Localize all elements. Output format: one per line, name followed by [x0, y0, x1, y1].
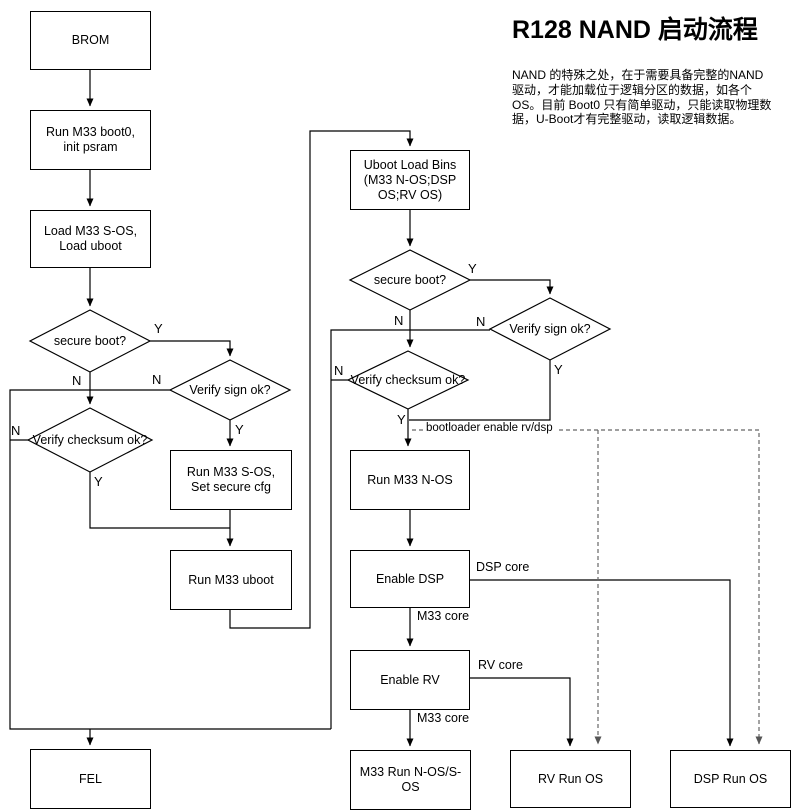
node-dsp-run-label: DSP Run OS [693, 771, 768, 786]
node-enable-dsp-label: Enable DSP [375, 571, 445, 586]
edge-label-vs1-no: N [152, 372, 162, 387]
edge-label-vs2-no: N [476, 314, 486, 329]
edge-label-vc1-yes: Y [94, 474, 103, 489]
decision-verify-sign-right-shape [488, 297, 612, 361]
node-enable-rv: Enable RV [350, 650, 470, 710]
edge-label-vc2-no: N [334, 363, 344, 378]
decision-shapes [26, 249, 612, 473]
node-rv-run: RV Run OS [510, 750, 631, 808]
node-fel-label: FEL [79, 771, 102, 786]
edge-label-m33-core-1: M33 core [417, 609, 470, 623]
node-enable-rv-label: Enable RV [380, 672, 440, 687]
edge-vs2-yes-merge [409, 360, 551, 421]
node-uboot-load-bins-label: Uboot Load Bins (M33 N-OS;DSP OS;RV OS) [363, 157, 457, 202]
node-run-uboot-label: Run M33 uboot [188, 572, 274, 587]
node-run-sos: Run M33 S-OS, Set secure cfg [170, 450, 292, 510]
node-brom: BROM [30, 11, 151, 70]
node-run-boot0: Run M33 boot0, init psram [30, 110, 151, 170]
node-load-sos-label: Load M33 S-OS, Load uboot [43, 224, 138, 253]
edge-label-m33-core-2: M33 core [417, 711, 470, 725]
node-run-nos: Run M33 N-OS [350, 450, 470, 510]
edge-label-sb2-no: N [394, 313, 404, 328]
edge-vc1-yes-merge [89, 472, 230, 529]
edge-label-vs2-yes: Y [554, 362, 563, 377]
edge-rvcore-rvrun [470, 677, 574, 747]
edge-label-sb1-yes: Y [154, 321, 163, 336]
edge-label-vc2-yes: Y [397, 412, 406, 427]
node-rv-run-label: RV Run OS [537, 771, 604, 786]
decision-secure-boot-left-shape [28, 309, 152, 373]
edge-vs1-no-fel [9, 389, 331, 730]
node-m33-run: M33 Run N-OS/S-OS [350, 750, 471, 810]
edge-label-sb1-no: N [72, 373, 82, 388]
edge-sb2-yes-verifysign2 [470, 279, 554, 295]
node-run-nos-label: Run M33 N-OS [367, 472, 453, 487]
node-m33-run-label: M33 Run N-OS/S-OS [359, 765, 462, 794]
node-run-sos-label: Run M33 S-OS, Set secure cfg [186, 465, 276, 494]
edge-label-rv-core: RV core [478, 658, 523, 672]
node-enable-dsp: Enable DSP [350, 550, 470, 608]
edge-label-sb2-yes: Y [468, 261, 477, 276]
node-load-sos: Load M33 S-OS, Load uboot [30, 210, 151, 268]
decision-secure-boot-right-shape [348, 249, 472, 311]
node-uboot-load-bins: Uboot Load Bins (M33 N-OS;DSP OS;RV OS) [350, 150, 470, 210]
node-run-boot0-label: Run M33 boot0, init psram [46, 125, 135, 154]
decision-verify-sign-left-shape [168, 359, 292, 421]
decision-verify-checksum-left-shape [26, 407, 154, 473]
diagram-description: NAND 的特殊之处，在于需要具备完整的NAND 驱动，才能加载位于逻辑分区的数… [512, 68, 772, 127]
edge-label-vs1-yes: Y [235, 422, 244, 437]
edge-right-no-rail [330, 329, 490, 729]
node-fel: FEL [30, 749, 151, 809]
node-dsp-run: DSP Run OS [670, 750, 791, 808]
decision-verify-checksum-right-shape [346, 350, 470, 410]
diagram-title: R128 NAND 启动流程 [512, 16, 758, 44]
edge-runuboot-ubootload [229, 130, 414, 629]
node-run-uboot: Run M33 uboot [170, 550, 292, 610]
solid-connectors [9, 70, 734, 747]
edge-label-bootloader-enable: bootloader enable rv/dsp [423, 422, 556, 435]
edge-label-dsp-core: DSP core [476, 560, 530, 574]
node-brom-label: BROM [71, 33, 110, 47]
edge-sb1-yes-verifysign1 [150, 340, 234, 357]
edge-label-vc1-no: N [11, 423, 21, 438]
edge-dspcore-dsprun [470, 579, 734, 747]
